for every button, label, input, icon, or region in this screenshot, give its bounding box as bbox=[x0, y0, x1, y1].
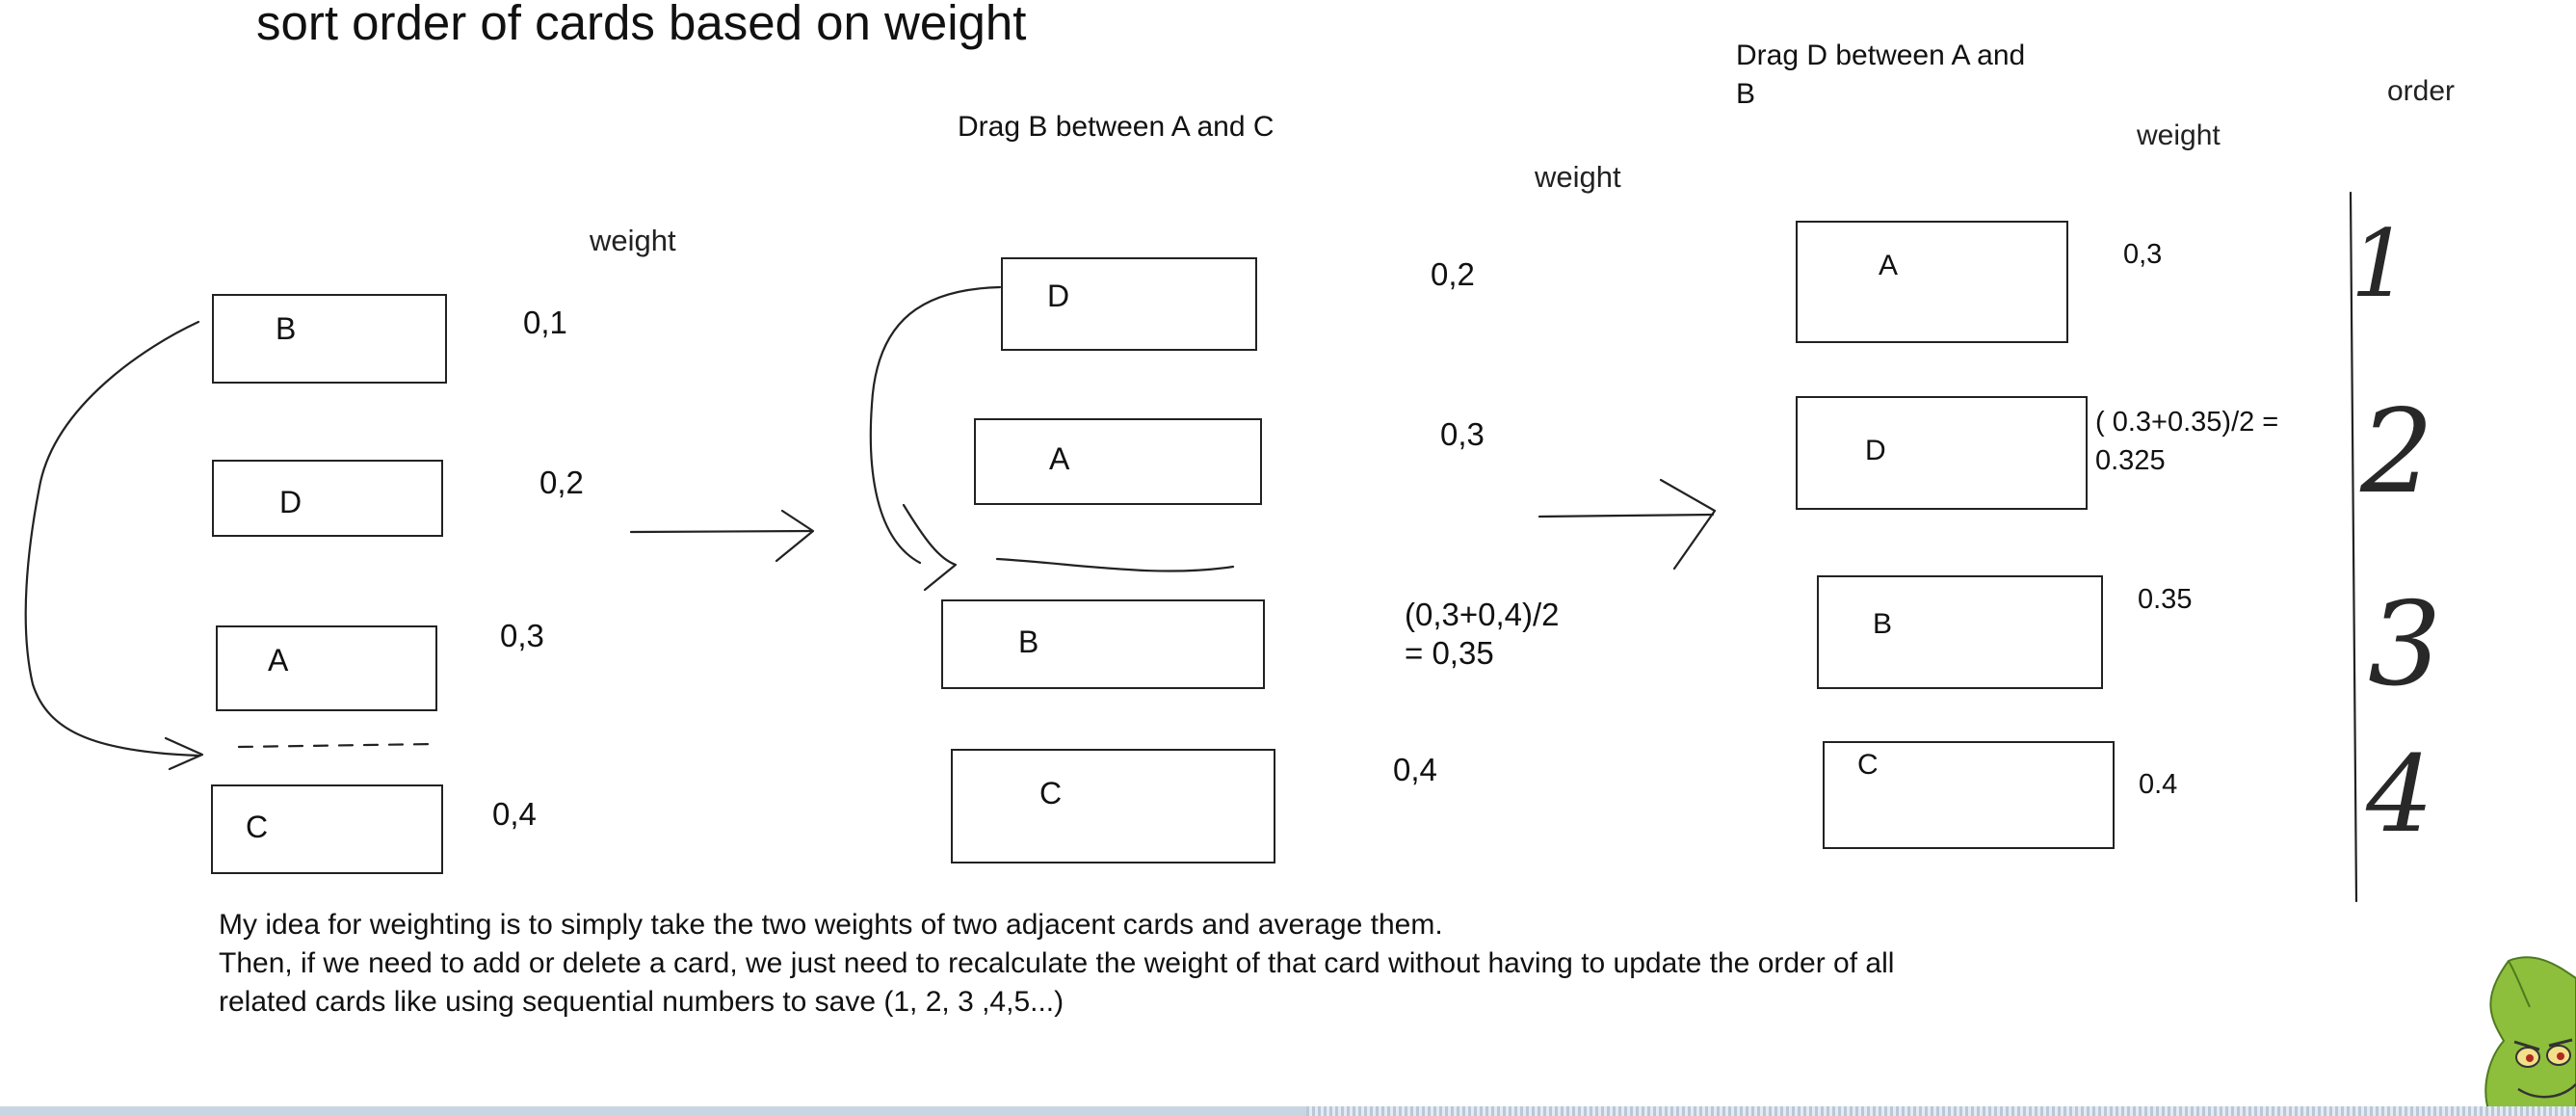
note-line3: related cards like using sequential numb… bbox=[219, 986, 1065, 1018]
panel1-drop-indicator bbox=[237, 742, 435, 749]
order-number-4: 4 bbox=[2366, 732, 2433, 856]
note-line2: Then, if we need to add or delete a card… bbox=[219, 947, 1895, 979]
panel1-card-d: D bbox=[212, 460, 443, 537]
panel1-weight-a: 0,3 bbox=[500, 618, 544, 653]
window-bottom-strip-right bbox=[1306, 1106, 2576, 1116]
card-label: D bbox=[1047, 279, 1070, 313]
panel3-order-header: order bbox=[2387, 75, 2456, 107]
panel2-drop-indicator bbox=[995, 557, 1235, 572]
panel3-card-a: A bbox=[1796, 221, 2068, 343]
panel3-weight-a: 0,3 bbox=[2123, 239, 2163, 270]
panel2-card-a: A bbox=[974, 418, 1262, 505]
panel2-weight-d: 0,2 bbox=[1431, 256, 1475, 292]
panel3-weight-d: ( 0.3+0.35)/2 = 0.325 bbox=[2095, 403, 2278, 480]
grinch-mascot-icon bbox=[2484, 956, 2576, 1113]
arrow-panel2-to-panel3 bbox=[1538, 513, 1715, 518]
card-label: A bbox=[268, 643, 289, 678]
panel2-card-b: B bbox=[941, 599, 1265, 689]
panel2-weight-b-line2: = 0,35 bbox=[1405, 635, 1494, 671]
panel1-weight-d: 0,2 bbox=[539, 465, 584, 500]
card-label: D bbox=[1865, 435, 1886, 466]
panel3-weight-b: 0.35 bbox=[2138, 584, 2193, 615]
panel3-weight-header: weight bbox=[2137, 120, 2221, 151]
panel1-card-c: C bbox=[211, 784, 443, 874]
arrow-panel1-to-panel2 bbox=[629, 529, 813, 534]
window-bottom-strip bbox=[0, 1106, 2576, 1116]
panel1-card-a: A bbox=[216, 625, 437, 711]
panel2-weight-b: (0,3+0,4)/2 = 0,35 bbox=[1405, 596, 1560, 673]
diagram-title: sort order of cards based on weight bbox=[256, 0, 1027, 50]
arrow-panel1-to-panel2-head bbox=[775, 509, 815, 563]
panel2-weight-b-line1: (0,3+0,4)/2 bbox=[1405, 597, 1560, 632]
panel1-drag-arrowhead bbox=[164, 736, 204, 771]
panel3-card-c: C bbox=[1823, 741, 2115, 849]
card-label: C bbox=[1857, 749, 1879, 781]
card-label: B bbox=[276, 311, 297, 346]
panel2-caption: Drag B between A and C bbox=[958, 111, 1275, 143]
explanation-note: My idea for weighting is to simply take … bbox=[219, 906, 1894, 1022]
panel3-card-b: B bbox=[1817, 575, 2103, 689]
card-label: A bbox=[1049, 441, 1070, 476]
panel1-drag-curve bbox=[24, 320, 200, 757]
panel2-weight-c: 0,4 bbox=[1393, 752, 1437, 787]
panel3-caption-line2: B bbox=[1736, 78, 1756, 110]
panel3-weight-d-line2: 0.325 bbox=[2095, 445, 2166, 476]
panel2-card-c: C bbox=[951, 749, 1275, 864]
panel3-caption: Drag D between A and B bbox=[1736, 37, 2025, 114]
card-label: B bbox=[1873, 608, 1893, 640]
panel2-weight-header: weight bbox=[1535, 160, 1621, 194]
panel3-weight-d-line1: ( 0.3+0.35)/2 = bbox=[2095, 407, 2279, 438]
panel2-drag-arrowhead bbox=[902, 503, 958, 592]
card-label: C bbox=[1039, 776, 1063, 810]
panel1-card-b: B bbox=[212, 294, 447, 384]
panel2-card-d: D bbox=[1001, 257, 1257, 351]
card-label: D bbox=[279, 485, 302, 519]
panel3-card-d: D bbox=[1796, 396, 2088, 510]
panel2-weight-a: 0,3 bbox=[1440, 416, 1485, 452]
card-label: B bbox=[1018, 624, 1039, 659]
panel1-weight-header: weight bbox=[590, 224, 676, 257]
arrow-panel2-to-panel3-head bbox=[1659, 478, 1717, 571]
note-line1: My idea for weighting is to simply take … bbox=[219, 909, 1443, 941]
order-number-3: 3 bbox=[2368, 578, 2442, 712]
order-number-1: 1 bbox=[2351, 210, 2410, 318]
panel1-weight-c: 0,4 bbox=[492, 796, 537, 832]
card-label: A bbox=[1879, 250, 1899, 281]
order-number-2: 2 bbox=[2360, 385, 2434, 519]
panel3-caption-line1: Drag D between A and bbox=[1736, 40, 2026, 71]
panel3-weight-c: 0.4 bbox=[2139, 769, 2178, 800]
panel1-weight-b: 0,1 bbox=[523, 305, 567, 340]
card-label: C bbox=[246, 810, 269, 844]
